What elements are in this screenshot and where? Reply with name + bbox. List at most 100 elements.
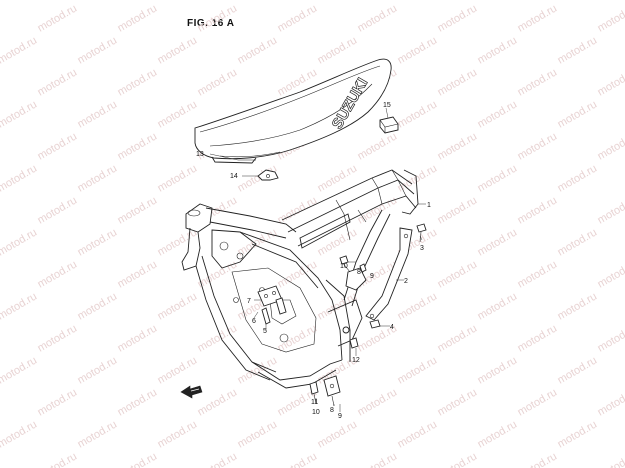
watermark-text: motod.ru — [36, 450, 80, 468]
watermark-text: motod.ru — [476, 98, 520, 130]
watermark-text: motod.ru — [116, 194, 160, 226]
seat-pad-part — [379, 116, 399, 134]
callout-1: 1 — [427, 202, 431, 209]
watermark-text: motod.ru — [396, 0, 440, 3]
watermark-text: motod.ru — [516, 194, 560, 226]
watermark-text: motod.ru — [236, 34, 280, 66]
callout-13: 13 — [196, 151, 204, 158]
watermark-text: motod.ru — [476, 290, 520, 322]
watermark-text: motod.ru — [356, 194, 400, 226]
watermark-text: motod.ru — [0, 418, 39, 450]
watermark-text: motod.ru — [0, 162, 39, 194]
watermark-text: motod.ru — [316, 34, 360, 66]
watermark-text: motod.ru — [76, 0, 120, 3]
watermark-text: motod.ru — [36, 130, 80, 162]
lower-engine-mount — [309, 375, 341, 407]
watermark-text: motod.ru — [0, 226, 39, 258]
frame-drawing — [181, 169, 419, 389]
watermark-text: motod.ru — [276, 322, 320, 354]
watermark-text: motod.ru — [476, 0, 520, 3]
watermark-text: motod.ru — [436, 258, 480, 290]
watermark-text: motod.ru — [0, 290, 39, 322]
watermark-text: motod.ru — [596, 66, 625, 98]
callout-8-lower: 8 — [330, 407, 334, 414]
watermark-text: motod.ru — [36, 2, 80, 34]
watermark-text: motod.ru — [516, 322, 560, 354]
watermark-text: motod.ru — [116, 2, 160, 34]
watermark-text: motod.ru — [0, 34, 39, 66]
seat-bracket-part — [257, 169, 279, 181]
watermark-text: motod.ru — [116, 450, 160, 468]
watermark-text: motod.ru — [596, 130, 625, 162]
watermark-text: motod.ru — [516, 386, 560, 418]
watermark-text: motod.ru — [356, 386, 400, 418]
callout-10-upper: 10 — [340, 263, 348, 270]
watermark-text: motod.ru — [236, 0, 280, 3]
callout-9-upper: 9 — [370, 273, 374, 280]
watermark-text: motod.ru — [436, 450, 480, 468]
callout-2: 2 — [404, 278, 408, 285]
callout-5: 5 — [263, 328, 267, 335]
bolt-part-4 — [369, 319, 381, 329]
engine-mount-right — [339, 255, 367, 291]
watermark-text: motod.ru — [396, 290, 440, 322]
watermark-text: motod.ru — [556, 0, 600, 3]
callout-4: 4 — [390, 324, 394, 331]
watermark-text: motod.ru — [476, 226, 520, 258]
watermark-text: motod.ru — [316, 162, 360, 194]
watermark-text: motod.ru — [196, 66, 240, 98]
watermark-text: motod.ru — [36, 258, 80, 290]
watermark-text: motod.ru — [76, 290, 120, 322]
watermark-text: motod.ru — [316, 226, 360, 258]
watermark-text: motod.ru — [76, 226, 120, 258]
watermark-text: motod.ru — [156, 290, 200, 322]
watermark-text: motod.ru — [116, 66, 160, 98]
watermark-text: motod.ru — [156, 162, 200, 194]
watermark-text: motod.ru — [556, 418, 600, 450]
watermark-text: motod.ru — [476, 34, 520, 66]
callout-10-lower: 10 — [312, 409, 320, 416]
watermark-text: motod.ru — [356, 130, 400, 162]
watermark-text: motod.ru — [436, 386, 480, 418]
watermark-text: motod.ru — [0, 354, 39, 386]
watermark-text: motod.ru — [556, 34, 600, 66]
watermark-text: motod.ru — [476, 418, 520, 450]
watermark-text: motod.ru — [476, 162, 520, 194]
part-12-nut — [349, 337, 359, 349]
front-direction-arrow-icon — [180, 385, 203, 399]
watermark-text: motod.ru — [596, 194, 625, 226]
watermark-text: motod.ru — [436, 2, 480, 34]
rear-frame-rail-part — [365, 227, 413, 321]
watermark-text: motod.ru — [556, 162, 600, 194]
watermark-text: motod.ru — [36, 386, 80, 418]
watermark-text: motod.ru — [76, 34, 120, 66]
watermark-text: motod.ru — [316, 418, 360, 450]
watermark-text: motod.ru — [396, 98, 440, 130]
watermark-text: motod.ru — [76, 98, 120, 130]
watermark-text: motod.ru — [0, 98, 39, 130]
watermark-text: motod.ru — [276, 194, 320, 226]
callout-labels: 15 13 14 1 3 2 4 10 8 9 7 6 5 12 11 10 8… — [196, 102, 431, 420]
watermark-text: motod.ru — [156, 226, 200, 258]
callout-9-lower: 9 — [338, 413, 342, 420]
watermark-text: motod.ru — [516, 2, 560, 34]
watermark-text: motod.ru — [156, 0, 200, 3]
callout-12: 12 — [352, 357, 360, 364]
watermark-text: motod.ru — [116, 322, 160, 354]
watermark-text: motod.ru — [396, 34, 440, 66]
engine-mount-left — [257, 285, 287, 325]
watermark-text: motod.ru — [76, 354, 120, 386]
watermark-text: motod.ru — [436, 194, 480, 226]
watermark-text: motod.ru — [516, 130, 560, 162]
callout-11: 11 — [311, 399, 318, 406]
watermark-text: motod.ru — [556, 98, 600, 130]
watermark-text: motod.ru — [516, 66, 560, 98]
watermark-text: motod.ru — [436, 66, 480, 98]
watermark-text: motod.ru — [356, 2, 400, 34]
watermark-text: motod.ru — [116, 130, 160, 162]
callout-7: 7 — [247, 298, 251, 305]
watermark-text: motod.ru — [36, 194, 80, 226]
watermark-text: motod.ru — [596, 322, 625, 354]
